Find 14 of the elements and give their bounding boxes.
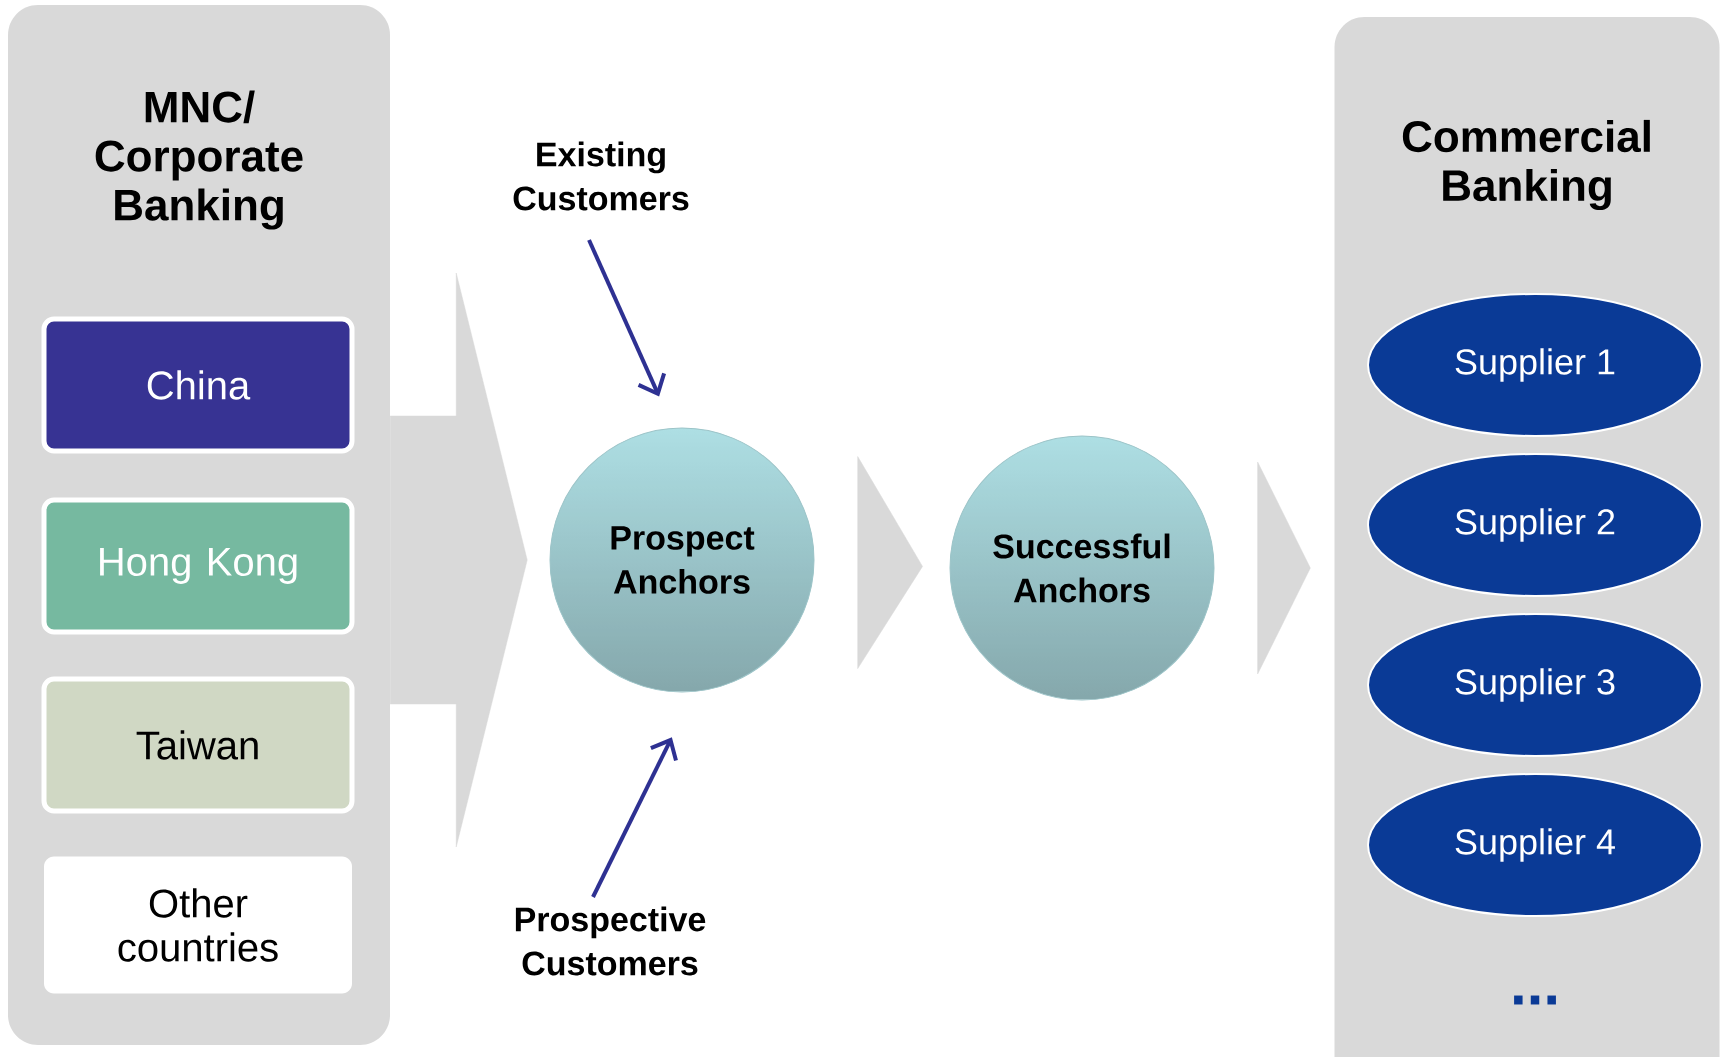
customer-label: Existing Customers bbox=[513, 141, 689, 211]
arrow bbox=[591, 737, 678, 898]
arrow bbox=[587, 239, 666, 397]
country-box: Hong Kong bbox=[41, 497, 355, 635]
country-box: China bbox=[41, 316, 355, 454]
continuation-dots: ... bbox=[1514, 995, 1556, 1005]
block-arrow bbox=[857, 456, 923, 669]
block-arrow bbox=[389, 272, 528, 848]
panel-title: Commercial Banking bbox=[1402, 119, 1650, 211]
block-arrow bbox=[1257, 461, 1311, 675]
customer-label: Prospective Customers bbox=[515, 906, 706, 976]
country-box: Other countries bbox=[44, 856, 352, 994]
panel-title: MNC/ Corporate Banking bbox=[95, 90, 303, 230]
country-box: Taiwan bbox=[41, 676, 355, 814]
